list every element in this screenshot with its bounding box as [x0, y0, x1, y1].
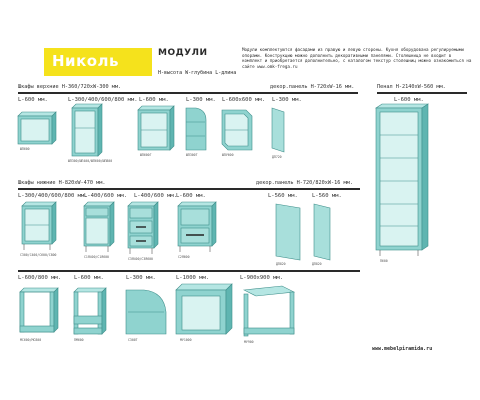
lower-panel-1 [275, 203, 301, 261]
brand-title: Николь [52, 52, 120, 70]
upper-code-3: ШП600Г [140, 153, 152, 157]
bottom-cabinet-5 [242, 285, 296, 337]
lower-cabinet-1 [21, 201, 57, 250]
bottom-cabinet-3 [125, 289, 167, 335]
bottom-code-2: ПМ600 [74, 338, 84, 342]
lower-label-1: L-300/400/600/800 мм. [18, 193, 88, 199]
lower-cabinet-3 [127, 201, 159, 254]
upper-panel [271, 107, 285, 153]
upper-cabinet-3 [137, 105, 175, 151]
bottom-code-1: МС600/МС800 [20, 338, 42, 342]
bottom-label-3: L-300 мм. [126, 275, 156, 281]
bottom-code-4: МУ1000 [180, 338, 192, 342]
website-link[interactable]: www.mebelpiramida.ru [372, 346, 433, 352]
bottom-label-1: L-600/800 мм. [18, 275, 62, 281]
lower-panel-2 [313, 203, 331, 261]
lower-panel-note: декор.панель H-720/820хW-16 мм. [256, 180, 353, 186]
bottom-cabinet-4 [175, 283, 233, 335]
tall-section-title: Пенал H-2140хW-560 мм. [377, 84, 446, 90]
upper-section-title: Шкафы верхние H-360/720хW-300 мм. [18, 84, 122, 90]
upper-cabinet-4 [185, 107, 207, 151]
upper-code-1: ШП600 [20, 147, 30, 151]
bottom-section-rule [18, 270, 360, 272]
lower-code-3: С3Я400/С3Я600 [128, 257, 153, 261]
tall-label: L-600 мм. [394, 97, 424, 103]
tall-code: П600 [380, 259, 388, 263]
upper-label-6: L-300 мм. [272, 97, 302, 103]
upper-code-4: ШП300Т [186, 153, 198, 157]
upper-cabinet-1 [17, 111, 57, 145]
lower-label-6: L-560 мм. [312, 193, 342, 199]
bottom-label-4: L-1000 мм. [176, 275, 210, 281]
tall-section-rule [377, 92, 467, 94]
upper-code-2: ШП300/ШП400/ШП600/ШП800 [68, 159, 113, 163]
tall-cabinet [375, 103, 429, 256]
lower-cabinet-4 [177, 201, 217, 252]
lower-code-6: ДП820 [312, 262, 322, 266]
lower-label-2: L-400/600 мм. [84, 193, 128, 199]
upper-label-2: L-300/400/600/800 мм. [68, 97, 138, 103]
description-text: Модули комплектуются фасадами из правую … [242, 47, 472, 69]
upper-code-5: ШПУ600 [222, 153, 234, 157]
bottom-cabinet-1 [19, 287, 59, 333]
lower-section-title: Шкафы нижние H-820хW-470 мм. [18, 180, 106, 186]
bottom-label-2: L-600 мм. [74, 275, 104, 281]
bottom-label-5: L-900х900 мм. [240, 275, 284, 281]
upper-label-4: L-300 мм. [186, 97, 216, 103]
upper-label-1: L-600 мм. [18, 97, 48, 103]
lower-section-rule [18, 188, 360, 190]
upper-code-6: ДП720 [272, 155, 282, 159]
bottom-cabinet-2 [73, 287, 107, 335]
brand-block [44, 48, 152, 76]
upper-cabinet-2 [71, 103, 103, 157]
lower-code-5: ДП820 [276, 262, 286, 266]
bottom-code-5: МУ900 [244, 340, 254, 344]
upper-label-3: L-600 мм. [139, 97, 169, 103]
lower-code-4: С2Я600 [178, 255, 190, 259]
lower-label-5: L-560 мм. [268, 193, 298, 199]
lower-label-4: L-600 мм. [176, 193, 206, 199]
upper-cabinet-5 [221, 109, 253, 151]
upper-section-rule [18, 92, 358, 94]
upper-panel-note: декор.панель H-720хW-16 мм. [270, 84, 355, 90]
lower-label-3: L-400/600 мм. [134, 193, 178, 199]
lower-code-2: С1Я400/С1Я600 [84, 255, 109, 259]
upper-label-5: L-600х600 мм. [222, 97, 266, 103]
bottom-code-3: С300Т [128, 338, 138, 342]
modules-title: МОДУЛИ [158, 48, 208, 58]
lower-cabinet-2 [83, 201, 115, 252]
lower-code-1: С300/С400/С600/С800 [20, 253, 57, 257]
dims-legend: H-высота W-глубина L-длина [158, 70, 237, 76]
